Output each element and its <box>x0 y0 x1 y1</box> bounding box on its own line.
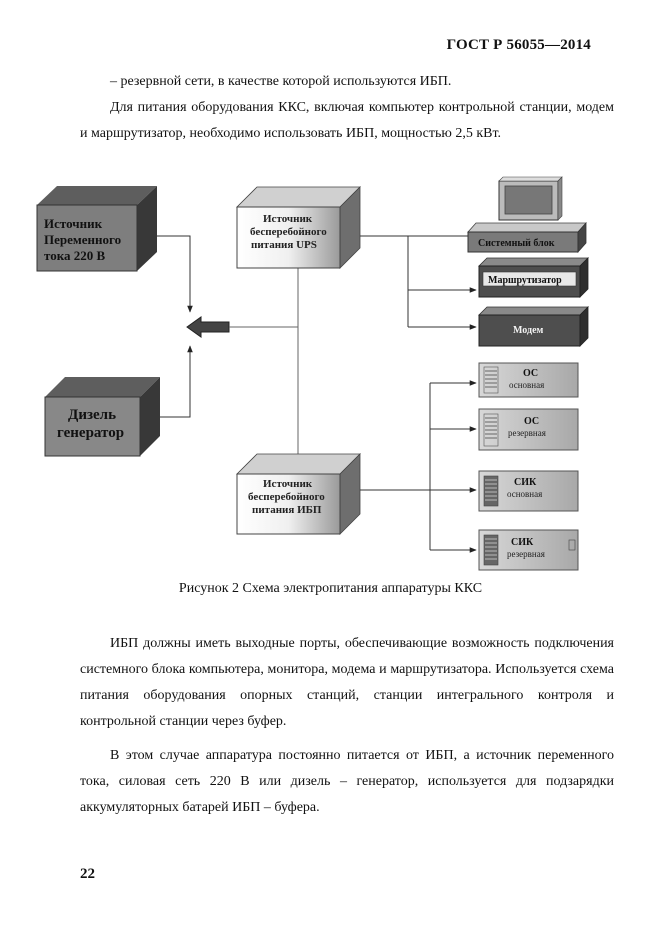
paragraph-ups-power: Для питания оборудования ККС, включая ко… <box>80 100 614 141</box>
ac-to-buffer-arrow <box>157 235 193 313</box>
ups-bottom-label-3: питания ИБП <box>252 504 322 516</box>
page-number: 22 <box>80 866 95 882</box>
ac-source-label-1: Источник <box>44 216 103 231</box>
sik-main-label-1: СИК <box>514 477 537 488</box>
document-header: ГОСТ Р 56055—2014 <box>446 37 591 53</box>
computer-monitor-icon <box>498 176 563 221</box>
sik-reserve-label-1: СИК <box>511 537 534 548</box>
ac-source-label-2: Переменного <box>44 232 121 247</box>
system-unit-label: Системный блок <box>478 238 555 249</box>
os-reserve-label-1: ОС <box>524 416 539 427</box>
ups-bottom-box: Источник бесперебойного питания ИБП <box>236 453 361 535</box>
router-box: Маршрутизатор <box>478 257 589 298</box>
sik-reserve-panel: СИК резервная <box>478 529 579 571</box>
ups-top-label-1: Источник <box>263 213 313 225</box>
paragraph-continuation: – резервной сети, в качестве которой исп… <box>110 74 452 89</box>
os-reserve-label-2: резервная <box>508 428 546 438</box>
sik-main-label-2: основная <box>507 489 542 499</box>
os-main-label-2: основная <box>509 380 544 390</box>
diesel-label-1: Дизель <box>68 407 116 423</box>
ac-source-label-3: тока 220 В <box>44 248 106 263</box>
paragraph-buffer-mode: В этом случае аппаратура постоянно питае… <box>80 748 614 815</box>
os-main-label-1: ОС <box>523 368 538 379</box>
ups-top-label-3: питания UPS <box>251 239 317 251</box>
figure-caption: Рисунок 2 Схема электропитания аппаратур… <box>178 581 483 596</box>
sik-reserve-label-2: резервная <box>507 549 545 559</box>
ups-top-box: Источник бесперебойного питания UPS <box>236 186 361 269</box>
buffer-block-arrow <box>186 316 230 338</box>
paragraph-ups-ports: ИБП должны иметь выходные порты, обеспеч… <box>80 636 614 729</box>
os-reserve-panel: ОС резервная <box>478 408 579 451</box>
diesel-generator-box: Дизель генератор <box>44 377 160 457</box>
modem-label: Модем <box>513 325 544 336</box>
ac-source-box: Источник Переменного тока 220 В <box>36 186 157 272</box>
ups-bottom-label-2: бесперебойного <box>248 491 325 503</box>
router-label: Маршрутизатор <box>488 275 562 286</box>
system-unit-box: Системный блок <box>467 221 587 254</box>
diesel-to-buffer-arrow <box>160 345 193 418</box>
os-main-panel: ОС основная <box>478 362 579 398</box>
sik-main-panel: СИК основная <box>478 470 579 512</box>
diesel-label-2: генератор <box>57 425 124 441</box>
ups-top-label-2: бесперебойного <box>250 226 327 238</box>
modem-box: Модем <box>478 306 589 347</box>
ups-bottom-label-1: Источник <box>263 478 313 490</box>
power-supply-diagram: Источник Переменного тока 220 В Дизель г… <box>36 176 589 571</box>
